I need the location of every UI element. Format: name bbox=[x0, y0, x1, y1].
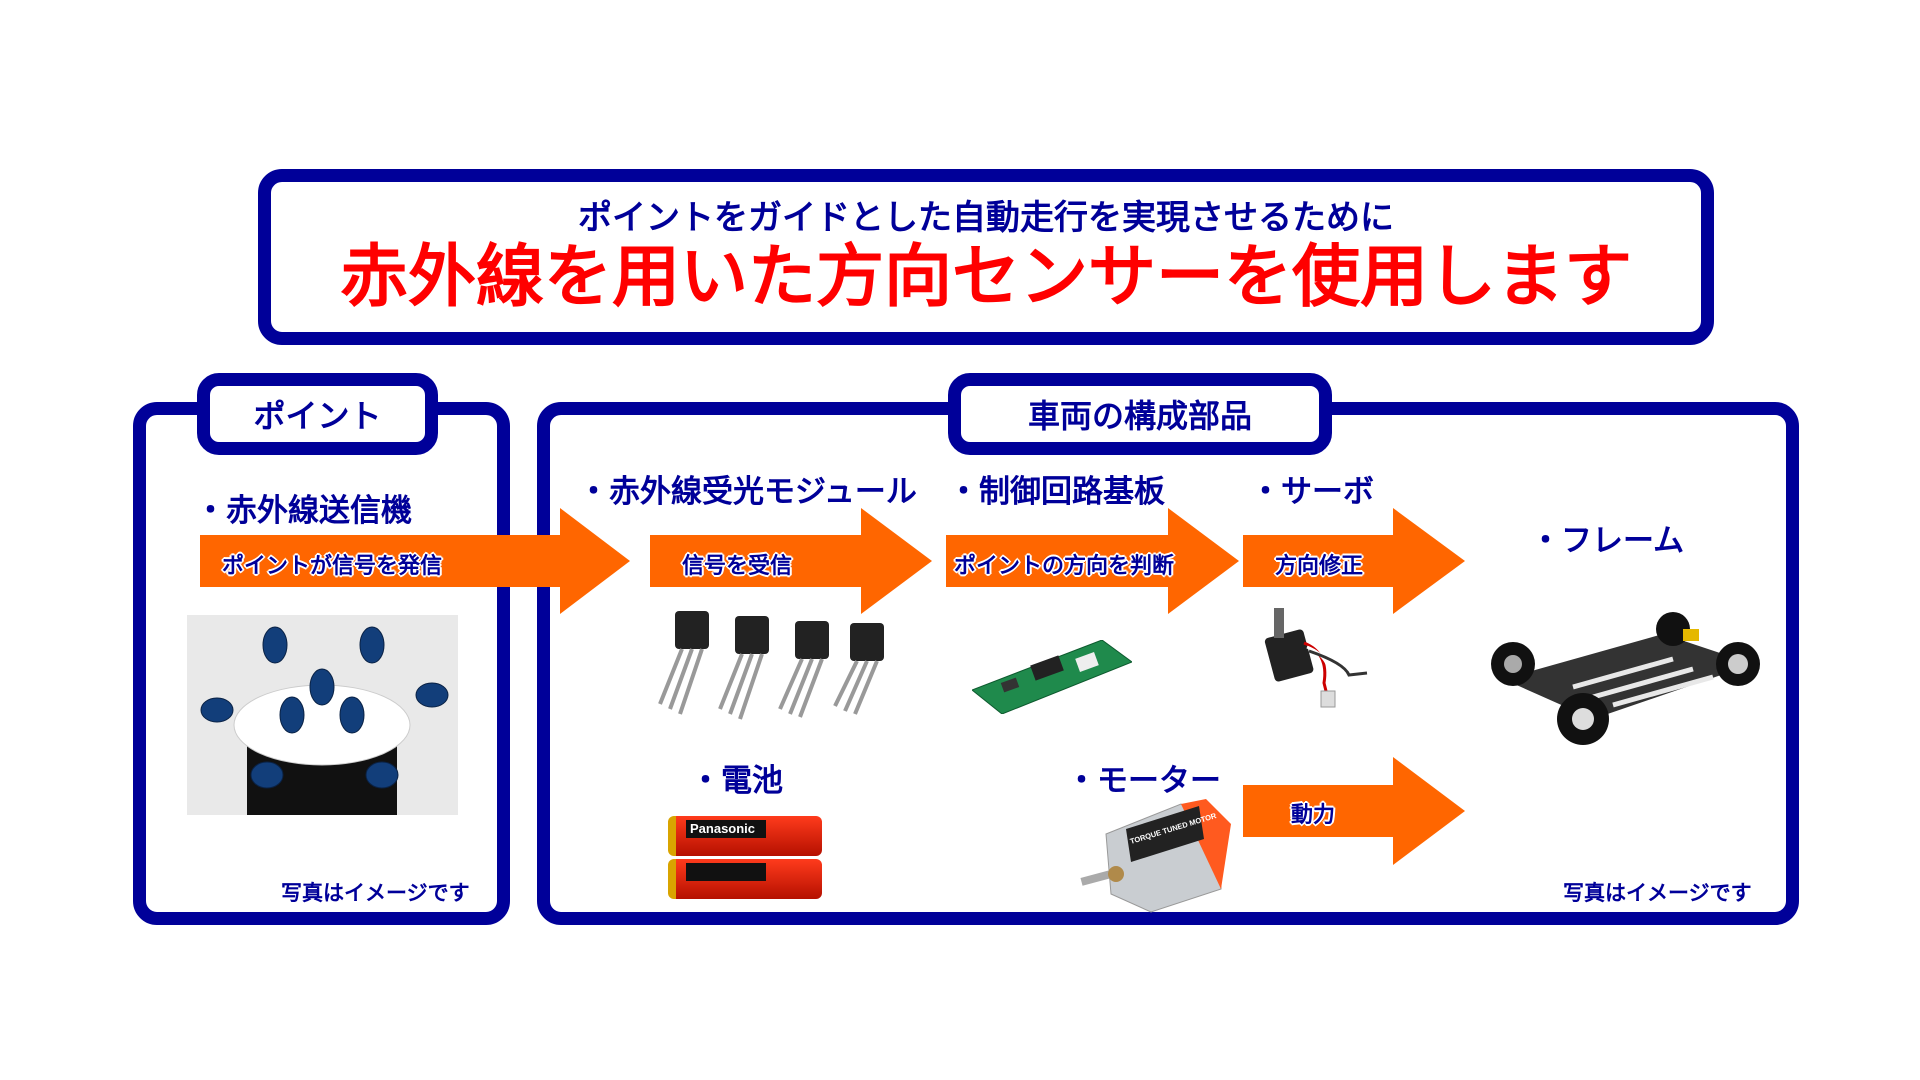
control-board-photo bbox=[972, 640, 1132, 714]
point-tab: ポイント bbox=[197, 373, 438, 455]
arrow-steer-label: 方向修正 bbox=[1275, 554, 1364, 579]
arrow-head-icon bbox=[861, 508, 932, 614]
vehicle-parts-tab-label: 車両の構成部品 bbox=[1027, 397, 1252, 435]
ir-receiver-label: ・赤外線受光モジュール bbox=[578, 474, 917, 510]
vehicle-parts-tab: 車両の構成部品 bbox=[948, 373, 1332, 455]
arrow-head-icon bbox=[1168, 508, 1239, 614]
frame-label: ・フレーム bbox=[1530, 523, 1685, 559]
servo-photo bbox=[1264, 608, 1368, 708]
motor-label: ・モーター bbox=[1066, 763, 1221, 799]
battery-photo: Panasonic bbox=[668, 816, 822, 902]
frame-photo bbox=[1491, 612, 1760, 745]
right-image-note: 写真はイメージです bbox=[1563, 881, 1752, 905]
ir-emitter-photo bbox=[187, 615, 458, 815]
battery-label: ・電池 bbox=[690, 763, 783, 799]
arrow-judge-label: ポイントの方向を判断 bbox=[954, 554, 1175, 579]
header-subtitle: ポイントをガイドとした自動走行を実現させるために bbox=[578, 198, 1394, 238]
ir-transmitter-label: ・赤外線送信機 bbox=[195, 493, 412, 529]
arrow-head-icon bbox=[560, 508, 630, 614]
battery-brand-label: Panasonic bbox=[690, 821, 756, 836]
header-title: 赤外線を用いた方向センサーを使用します bbox=[339, 238, 1632, 317]
control-board-label: ・制御回路基板 bbox=[948, 474, 1165, 510]
servo-label: ・サーボ bbox=[1250, 474, 1374, 510]
arrow-receive-label: 信号を受信 bbox=[682, 554, 793, 579]
ir-receiver-photo bbox=[658, 611, 884, 720]
motor-photo: TORQUE TUNED MOTOR bbox=[1080, 799, 1231, 913]
arrow-head-icon bbox=[1393, 508, 1465, 614]
arrow-power-label: 動力 bbox=[1291, 803, 1336, 828]
point-tab-label: ポイント bbox=[253, 397, 382, 435]
arrow-transmit-label: ポイントが信号を発信 bbox=[222, 554, 443, 579]
header-box bbox=[258, 169, 1714, 345]
left-image-note: 写真はイメージです bbox=[281, 881, 470, 905]
arrow-head-icon bbox=[1393, 757, 1465, 865]
